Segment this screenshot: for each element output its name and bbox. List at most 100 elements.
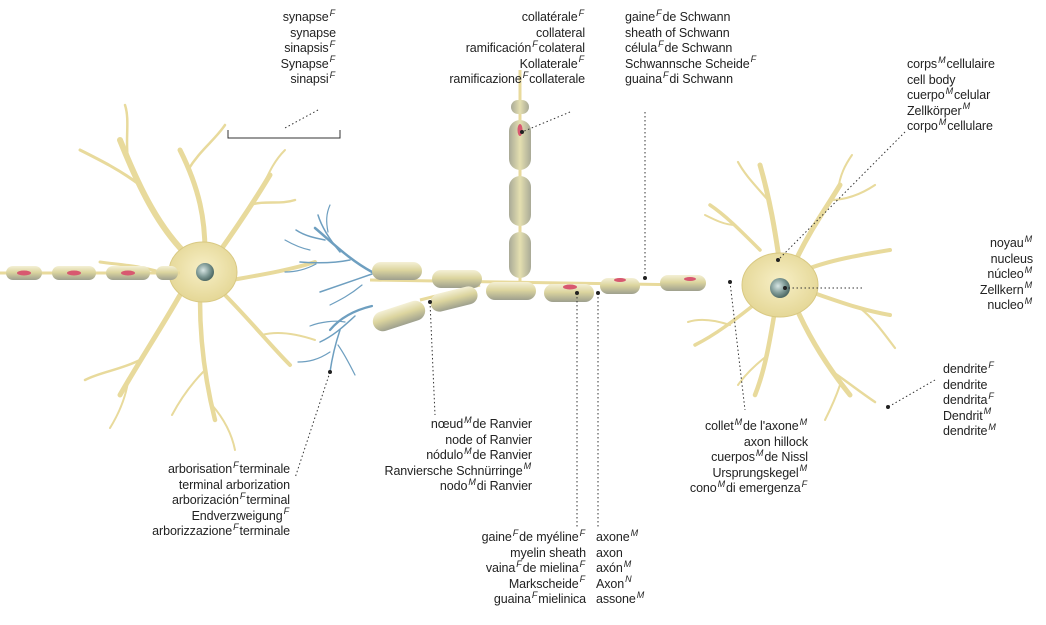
label-line: nœudMde Ranvier <box>385 417 532 433</box>
gender-marker: N <box>625 574 631 584</box>
label-line: vainaFde mielinaF <box>482 561 586 577</box>
label-line: axon hillock <box>690 435 808 451</box>
label-line: nóduloMde Ranvier <box>385 448 532 464</box>
label-line: dendriteM <box>943 424 997 440</box>
terminal-arborization-illustration <box>285 205 372 375</box>
gender-marker: M <box>1025 234 1032 244</box>
label-line: axoneM <box>596 530 645 546</box>
label-line: nucleoM <box>980 298 1033 314</box>
label-line: corpsMcellulaire <box>907 57 995 73</box>
label-line: dendriteF <box>943 362 997 378</box>
gender-marker: F <box>330 39 335 49</box>
label-line: sinapsisF <box>281 41 336 57</box>
label-line: assoneM <box>596 592 645 608</box>
gender-marker: F <box>802 479 807 489</box>
gender-marker: F <box>988 360 993 370</box>
label-line: axónM <box>596 561 645 577</box>
label-line: Ranviersche SchnürringeM <box>385 464 532 480</box>
label-line: sheath of Schwann <box>625 26 757 42</box>
gender-marker: M <box>1025 280 1032 290</box>
label-line: arborizzazioneFterminale <box>152 524 290 540</box>
gender-marker: F <box>516 559 521 569</box>
label-line: célulaFde Schwann <box>625 41 757 57</box>
gender-marker: F <box>523 70 528 80</box>
label-line: ramificazioneFcollaterale <box>449 72 585 88</box>
label-line: synapseF <box>281 10 336 26</box>
gender-marker: M <box>624 559 631 569</box>
label-line: noyauM <box>980 236 1033 252</box>
label-line: sinapsiF <box>281 72 336 88</box>
label-line: collateral <box>449 26 585 42</box>
gender-marker: F <box>579 8 584 18</box>
label-line: arborisationFterminale <box>152 462 290 478</box>
gender-marker: M <box>939 117 946 127</box>
gender-marker: M <box>984 406 991 416</box>
center-axon-myelin <box>370 70 706 334</box>
label-line: guainaFdi Schwann <box>625 72 757 88</box>
gender-marker: F <box>513 528 518 538</box>
label-line: guainaFmielinica <box>482 592 586 608</box>
gender-marker: M <box>800 417 807 427</box>
gender-marker: M <box>464 415 471 425</box>
label-line: terminal arborization <box>152 478 290 494</box>
gender-marker: F <box>330 8 335 18</box>
gender-marker: M <box>735 417 742 427</box>
label-line: axon <box>596 546 645 562</box>
gender-marker: M <box>464 446 471 456</box>
gender-marker: F <box>532 590 537 600</box>
label-line: EndverzweigungF <box>152 509 290 525</box>
gender-marker: F <box>233 522 238 532</box>
gender-marker: M <box>938 55 945 65</box>
label-line: node of Ranvier <box>385 433 532 449</box>
gender-marker: M <box>946 86 953 96</box>
gender-marker: F <box>580 574 585 584</box>
gender-marker: M <box>637 590 644 600</box>
label-line: cuerpoMcelular <box>907 88 995 104</box>
gender-marker: F <box>580 528 585 538</box>
gender-marker: F <box>580 559 585 569</box>
label-line: Schwannsche ScheideF <box>625 57 757 73</box>
left-nucleus <box>196 263 214 281</box>
gender-marker: F <box>751 54 756 64</box>
gender-marker: M <box>1025 296 1032 306</box>
gender-marker: F <box>656 8 661 18</box>
label-line: KollateraleF <box>449 57 585 73</box>
label-line: collatéraleF <box>449 10 585 26</box>
label-collateral: collatéraleFcollateralramificaciónFcolat… <box>449 10 585 88</box>
gender-marker: F <box>658 39 663 49</box>
label-line: ramificaciónFcolateral <box>449 41 585 57</box>
label-line: myelin sheath <box>482 546 586 562</box>
gender-marker: M <box>756 448 763 458</box>
gender-marker: F <box>240 491 245 501</box>
gender-marker: M <box>718 479 725 489</box>
gender-marker: F <box>988 391 993 401</box>
gender-marker: M <box>963 101 970 111</box>
label-line: synapse <box>281 26 336 42</box>
gender-marker: M <box>524 461 531 471</box>
label-line: gaineFde myélineF <box>482 530 586 546</box>
label-line: conoMdi emergenzaF <box>690 481 808 497</box>
gender-marker: F <box>233 460 238 470</box>
label-line: ZellkörperM <box>907 104 995 120</box>
gender-marker: M <box>988 422 995 432</box>
label-line: cuerposMde Nissl <box>690 450 808 466</box>
gender-marker: F <box>663 70 668 80</box>
label-line: colletMde l'axoneM <box>690 419 808 435</box>
gender-marker: F <box>330 70 335 80</box>
label-line: arborizaciónFterminal <box>152 493 290 509</box>
gender-marker: F <box>579 54 584 64</box>
label-line: corpoMcellulare <box>907 119 995 135</box>
label-line: nodoMdi Ranvier <box>385 479 532 495</box>
gender-marker: F <box>330 54 335 64</box>
leader-lines <box>228 110 935 528</box>
